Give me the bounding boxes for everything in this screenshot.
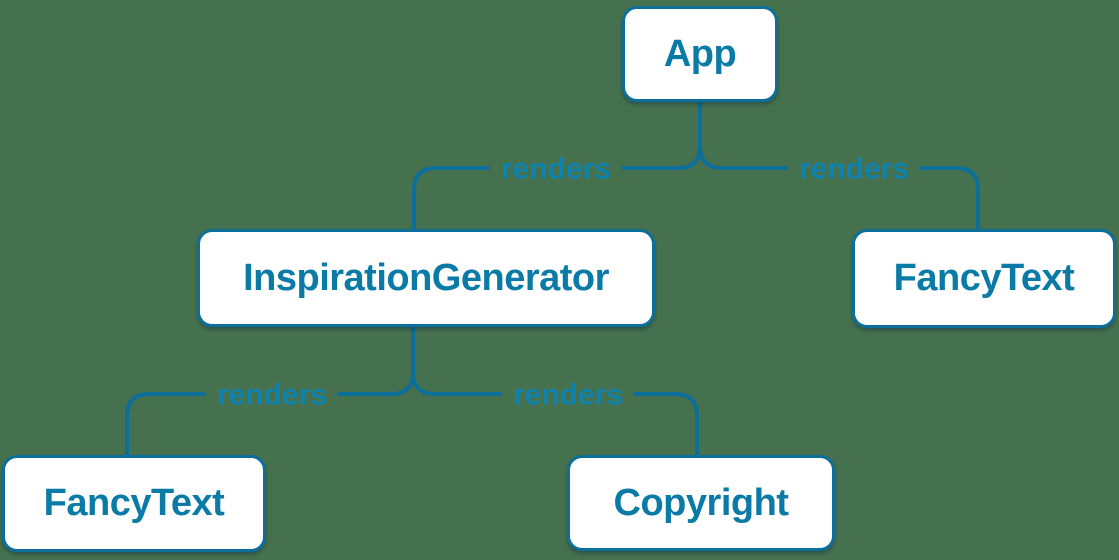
edge-label-renders-app-inspiration: renders <box>489 152 623 186</box>
node-fancy-text-right: FancyText <box>852 229 1116 328</box>
node-inspiration-generator-label: InspirationGenerator <box>243 256 609 299</box>
node-fancy-text-right-label: FancyText <box>893 257 1075 299</box>
edge-label-renders-inspiration-fancytext: renders <box>205 378 339 412</box>
node-inspiration-generator: InspirationGenerator <box>197 229 655 327</box>
node-app: App <box>622 6 778 102</box>
node-fancy-text-left: FancyText <box>2 455 266 552</box>
node-app-label: App <box>663 32 737 75</box>
edge-label-renders-inspiration-copyright: renders <box>501 378 635 412</box>
edge-label-renders-app-fancytext: renders <box>787 152 921 186</box>
node-copyright-label: Copyright <box>613 481 789 524</box>
node-fancy-text-left-label: FancyText <box>43 482 225 524</box>
node-copyright: Copyright <box>567 455 835 551</box>
